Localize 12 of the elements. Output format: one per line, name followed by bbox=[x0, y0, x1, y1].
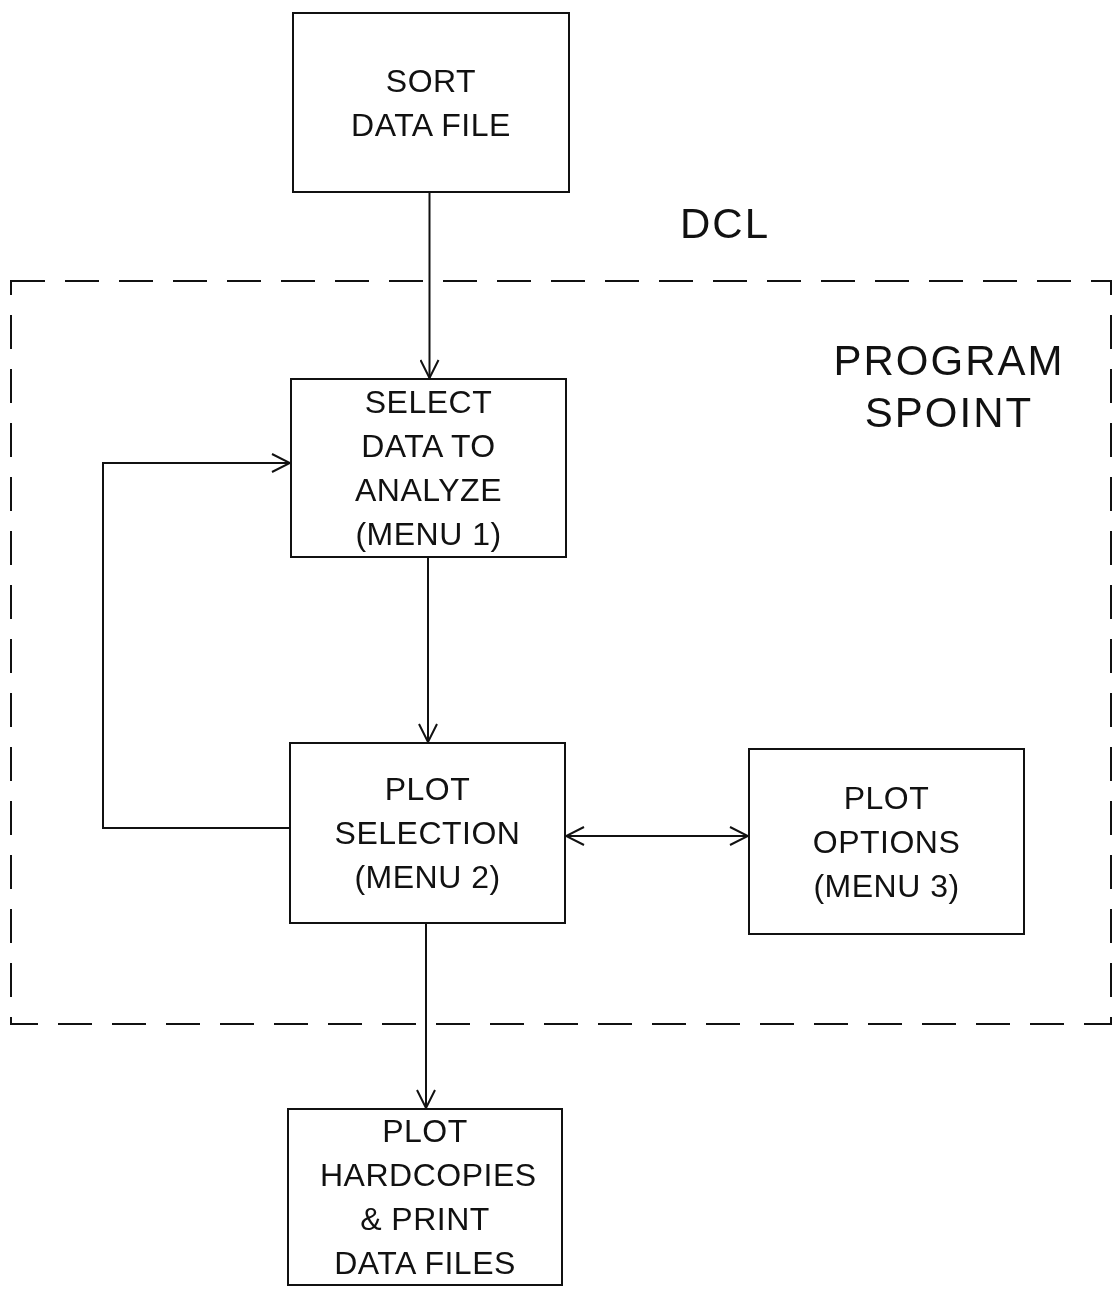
system-label: DCL bbox=[679, 200, 771, 248]
process-box: SORT DATA FILE bbox=[292, 12, 570, 193]
arrow bbox=[419, 192, 440, 379]
process-box: SELECT DATA TO ANALYZE (MENU 1) bbox=[290, 378, 567, 558]
process-box: PLOT OPTIONS (MENU 3) bbox=[748, 748, 1025, 935]
arrow bbox=[102, 453, 291, 829]
arrow bbox=[418, 557, 438, 743]
region-title: PROGRAM SPOINT bbox=[832, 336, 1066, 438]
arrow bbox=[416, 923, 436, 1109]
arrow bbox=[565, 826, 749, 846]
process-box: PLOT SELECTION (MENU 2) bbox=[289, 742, 566, 924]
process-box: PLOT HARDCOPIES & PRINT DATA FILES bbox=[287, 1108, 563, 1286]
